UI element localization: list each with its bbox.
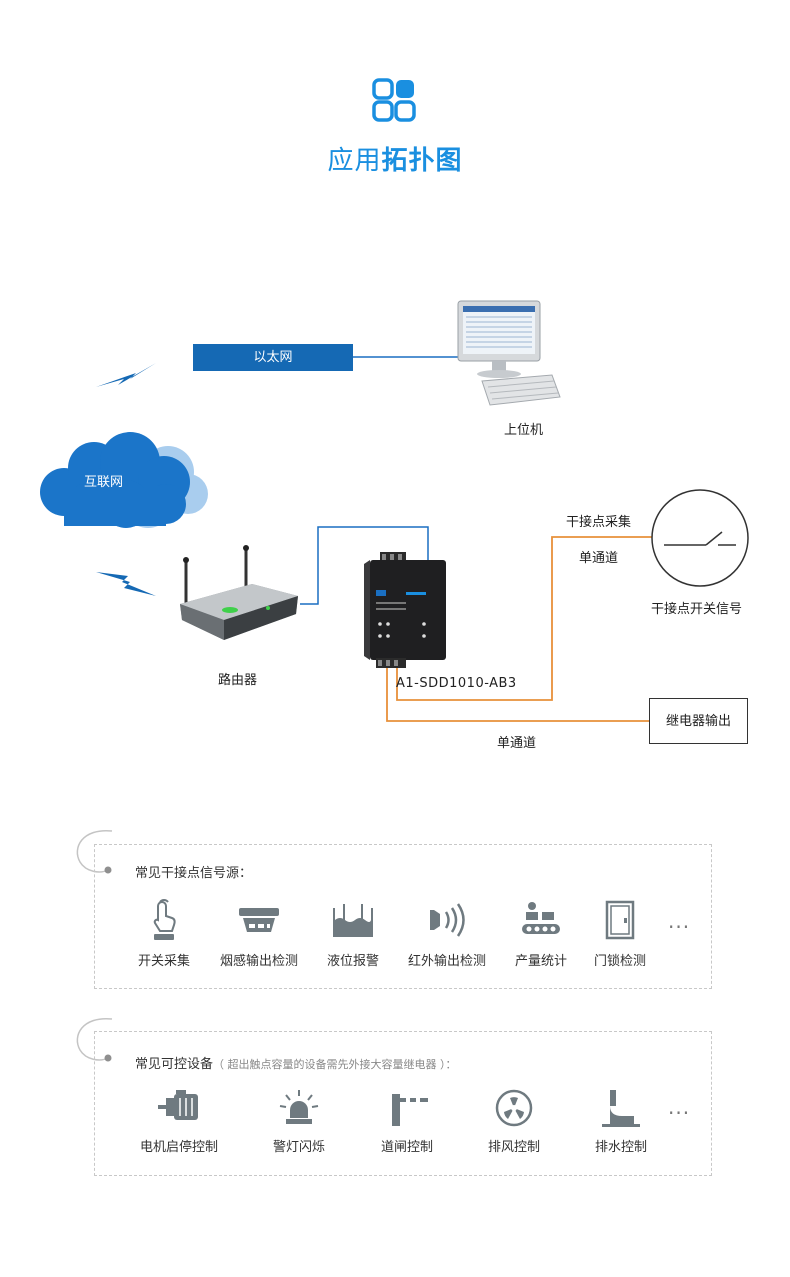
item-label: 红外输出检测 <box>407 954 486 969</box>
motor-icon <box>158 1090 198 1120</box>
item-label: 电机启停控制 <box>139 1140 218 1155</box>
controllable-devices-title: 常见可控设备（ 超出触点容量的设备需先外接大容量继电器 ）： <box>135 1053 457 1072</box>
item-label: 排风控制 <box>487 1140 540 1155</box>
smoke-detector-icon <box>239 908 279 932</box>
item-switch-collect: 开关采集 <box>119 898 209 969</box>
signal-sources-title: 常见干接点信号源： <box>135 866 253 881</box>
device-model-label: A1-SDD1010-AB3 <box>396 676 517 691</box>
item-label: 门锁检测 <box>593 954 646 969</box>
more-sources-ellipsis: ··· <box>668 915 691 939</box>
item-label: 液位报警 <box>326 954 379 969</box>
router-label: 路由器 <box>218 673 258 688</box>
panel1-swoosh-icon <box>76 830 113 874</box>
conveyor-icon <box>522 902 560 934</box>
wireless-signal-icon-2 <box>96 572 156 596</box>
title-bold: 拓扑图 <box>381 146 463 176</box>
item-barrier-gate: 道闸控制 <box>362 1088 452 1155</box>
door-icon <box>605 900 635 940</box>
relay-output-box: 继电器输出 <box>649 698 748 744</box>
item-infrared-detection: 红外输出检测 <box>402 898 492 969</box>
topology-lines <box>300 356 652 722</box>
drain-pipe-icon <box>602 1090 640 1127</box>
single-channel-bottom-label: 单通道 <box>497 736 537 751</box>
panel2-title-text: 常见可控设备 <box>135 1057 214 1072</box>
host-label: 上位机 <box>504 423 544 438</box>
barrier-gate-icon <box>392 1094 428 1126</box>
item-label: 警灯闪烁 <box>272 1140 325 1155</box>
item-label: 产量统计 <box>514 954 567 969</box>
dry-contact-switch-icon <box>651 489 749 587</box>
page-title: 应用拓扑图 <box>0 140 790 177</box>
item-production-count: 产量统计 <box>496 898 586 969</box>
wireless-signal-icon <box>96 363 156 387</box>
item-motor-control: 电机启停控制 <box>134 1088 224 1155</box>
single-channel-top-label: 单通道 <box>579 551 619 566</box>
dry-contact-collect-label: 干接点采集 <box>566 515 632 530</box>
cloud-icon <box>40 432 208 528</box>
item-label: 道闸控制 <box>380 1140 433 1155</box>
alarm-light-icon <box>279 1090 319 1124</box>
infrared-icon <box>430 903 465 937</box>
controllable-devices-panel <box>94 1031 712 1176</box>
router-icon <box>180 545 298 640</box>
item-door-lock: 门锁检测 <box>575 898 665 969</box>
fan-icon <box>495 1089 533 1127</box>
signal-sources-panel <box>94 844 712 989</box>
dry-contact-signal-label: 干接点开关信号 <box>651 602 743 617</box>
grid-logo-icon <box>372 78 416 122</box>
hand-press-icon <box>153 899 176 940</box>
item-smoke-detection: 烟感输出检测 <box>214 898 304 969</box>
item-drain-control: 排水控制 <box>576 1088 666 1155</box>
item-liquid-level: 液位报警 <box>308 898 398 969</box>
item-label: 烟感输出检测 <box>219 954 298 969</box>
item-label: 开关采集 <box>137 954 190 969</box>
title-light: 应用 <box>327 146 382 176</box>
io-module-device <box>364 552 446 668</box>
ethernet-label: 以太网 <box>193 344 353 371</box>
computer-icon <box>457 300 561 406</box>
internet-label: 互联网 <box>84 475 124 490</box>
more-devices-ellipsis: ··· <box>668 1101 691 1125</box>
item-exhaust-control: 排风控制 <box>469 1088 559 1155</box>
panel2-note: （ 超出触点容量的设备需先外接大容量继电器 ）： <box>213 1058 457 1071</box>
item-warning-light: 警灯闪烁 <box>254 1088 344 1155</box>
panel2-swoosh-icon <box>76 1018 113 1062</box>
item-label: 排水控制 <box>594 1140 647 1155</box>
liquid-level-icon <box>333 904 373 937</box>
